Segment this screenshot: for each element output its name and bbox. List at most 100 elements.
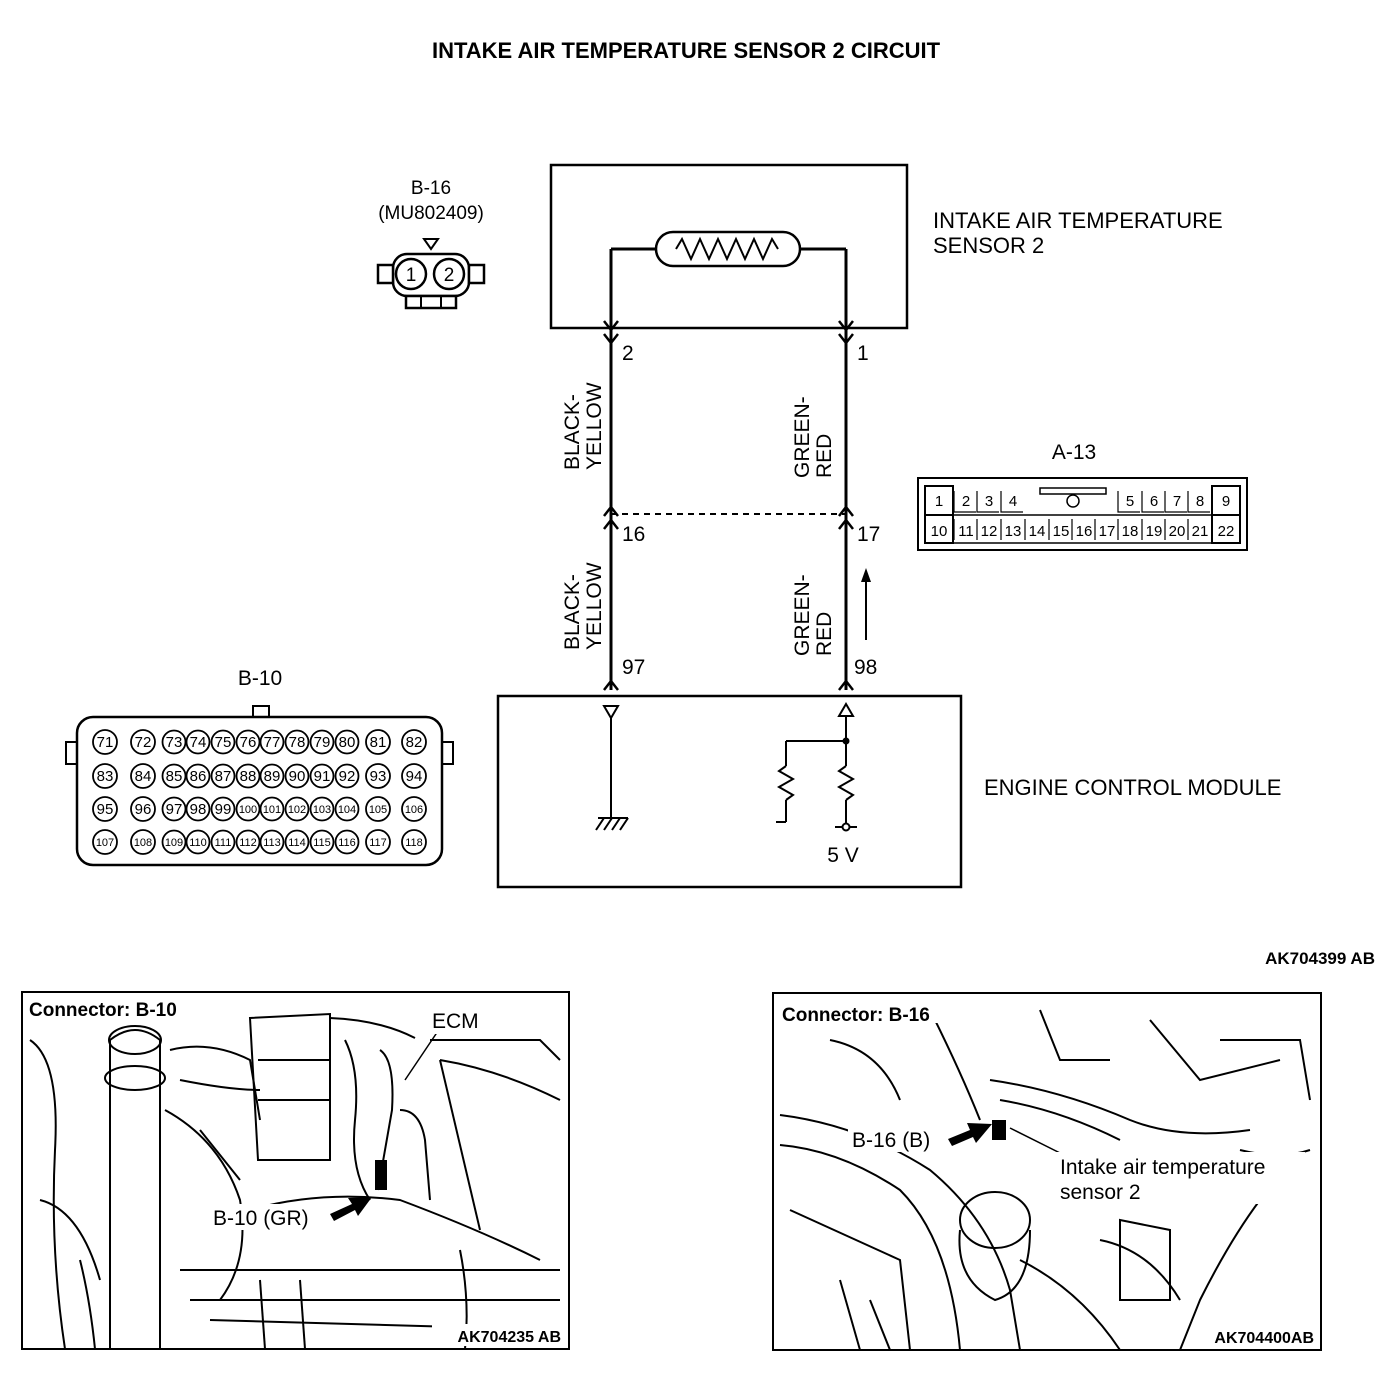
connector-b10-pin: 84 [135,768,152,785]
terminal-arrow-icon [838,320,854,333]
connector-b10-pin-socket [185,829,211,855]
connector-a13-pin: 5 [1126,493,1134,510]
connector-b10-pin: 87 [215,768,232,785]
connector-b10-pin-socket [259,829,285,855]
connector-b10-pin-socket [235,829,261,855]
sensor-label-line1: INTAKE AIR TEMPERATURE [933,208,1223,233]
connector-b10-pin-socket [334,796,360,822]
connector-b10-pin: 98 [190,801,207,818]
photo-panel-b10-figure-id: AK704235 AB [458,1329,561,1346]
connector-b10-pin-socket [235,729,261,755]
ecm-box: 5 V ENGINE CONTROL MODULE [496,694,1281,889]
terminal-arrow-icon [603,678,619,691]
connector-b10-pin-socket [284,829,310,855]
connector-b10-pin: 95 [97,801,114,818]
connector-b10-pin-socket [334,829,360,855]
connector-a13-pin: 8 [1196,493,1204,510]
connector-b10-pin-socket [401,796,427,822]
callout-arrow-icon [330,1197,372,1221]
wire-left-color-upper-2: YELLOW [583,382,606,470]
wire-left-pin-sensor: 2 [622,342,634,365]
connector-a13-pin: 1 [935,493,943,510]
connector-b10-pin: 103 [313,804,331,816]
connector-b10-pin-socket [185,729,211,755]
connector-b10-label: B-10 [238,667,282,690]
callout-arrow-icon [948,1123,992,1146]
terminal-arrow-icon [603,333,619,346]
connector-a13-pin: 22 [1218,523,1235,540]
connector-b10-pin-socket [401,829,427,855]
connector-b10-pin-socket [161,729,187,755]
connector-b10-pin: 114 [288,837,306,849]
connector-b10-pin-socket [284,796,310,822]
photo-panel-b10: Connector: B-10 ECM B-10 (GR) AK704235 A… [21,991,570,1350]
connector-b10-pin: 105 [369,804,387,816]
wire-right-color-lower-1: GREEN- [791,574,814,656]
connector-b16-key-marker [422,238,440,251]
connector-b10-pin-socket [92,796,118,822]
connector-b10-pin: 111 [215,837,232,849]
connector-b10-pin: 118 [405,837,423,849]
connector-b10-pin-socket [259,729,285,755]
resistor-icon [776,765,796,801]
connector-b10-pin: 93 [370,768,387,785]
diagram-title: INTAKE AIR TEMPERATURE SENSOR 2 CIRCUIT [432,38,941,63]
connector-b10-pin: 92 [339,768,356,785]
connector-b10-pin-socket [161,796,187,822]
connector-b10-pin: 94 [406,768,423,785]
connector-b10-pin: 109 [165,837,183,849]
wire-left-pin-mid: 16 [622,523,645,546]
ecm-label: ENGINE CONTROL MODULE [984,775,1281,800]
connector-a13-pin: 6 [1150,493,1158,510]
connector-b10-pin: 81 [370,734,387,751]
connector-b10-pin: 72 [135,734,152,751]
connector-b10-pin-socket [309,796,335,822]
connector-b10-pin-socket [210,729,236,755]
connector-b10-pin: 97 [166,801,183,818]
connector-b10-pin: 75 [215,734,232,751]
connector-b10-pin: 91 [314,768,331,785]
connector-b10-pin-socket [130,763,156,789]
wire-right-color-upper-1: GREEN- [791,396,814,478]
connector-b10-pin: 80 [339,734,356,751]
terminal-arrow-icon [838,504,854,517]
connector-b10-pin: 82 [406,734,423,751]
connector-a13-pin: 17 [1099,523,1116,540]
connector-b10-pin: 100 [239,804,257,816]
connector-b10-pin: 104 [338,804,356,816]
connector-a13-label: A-13 [1052,441,1096,464]
connector-b16-part: (MU802409) [378,203,484,224]
connector-b10-pin: 79 [314,734,331,751]
connector-b10-pin-socket [401,763,427,789]
connector-b10-pin-socket [130,796,156,822]
connector-a13-pin: 18 [1122,523,1139,540]
photo-panel-b10-callout-connector: B-10 (GR) [213,1207,309,1230]
connector-b10-pin: 90 [289,768,306,785]
connector-b10-pin: 74 [190,734,207,751]
connector-b10-pin-socket [235,763,261,789]
connector-b10-pin-socket [92,763,118,789]
connector-a13-pin: 13 [1005,523,1022,540]
connector-b10-pin: 107 [96,837,114,849]
wire-right-color-upper-2: RED [813,434,836,478]
connector-b10-pin-socket [309,729,335,755]
photo-panel-b16-callout-sensor-line1: Intake air temperature [1060,1156,1265,1179]
connector-b10-pin-socket [401,729,427,755]
terminal-arrow-icon [838,517,854,530]
terminal-arrow-icon [838,333,854,346]
connector-b16-label: B-16 [411,178,451,199]
connector-b10-pin-socket [284,729,310,755]
wire-right: 1 17 98 GREEN- RED GREEN- RED [791,249,880,691]
connector-a13-pin: 21 [1192,523,1209,540]
connector-a13-pin: 2 [962,493,970,510]
terminal-arrow-icon [603,320,619,333]
figure-id: AK704399 AB [1265,949,1375,968]
wire-right-pin-ecm: 98 [854,656,877,679]
connector-b10-pin: 99 [215,801,232,818]
connector-a13-pin: 4 [1009,493,1017,510]
connector-a13-pin: 20 [1169,523,1186,540]
connector-b10-pin-socket [334,729,360,755]
